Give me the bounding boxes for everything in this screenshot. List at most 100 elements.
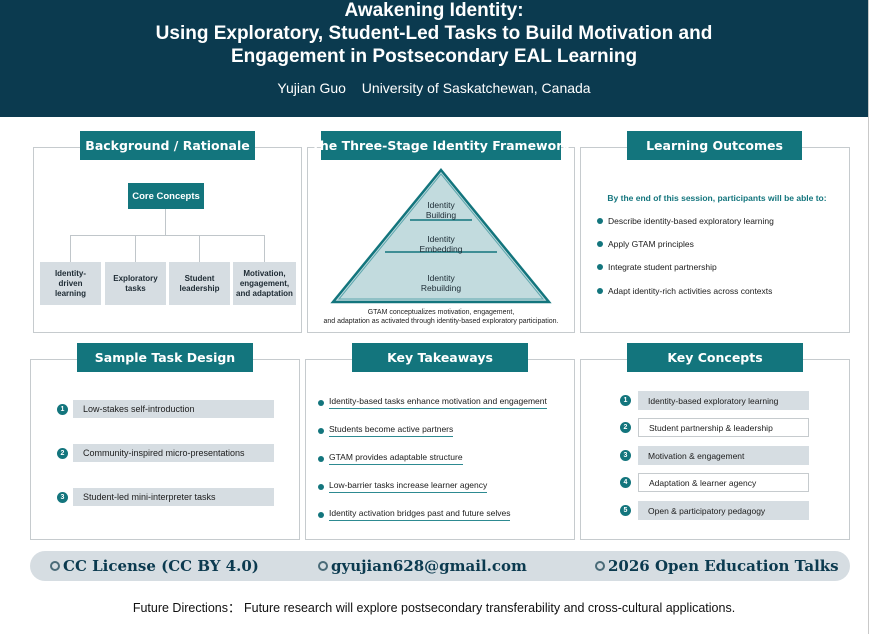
outcome-item: Describe identity-based exploratory lear…	[597, 216, 774, 226]
circle-bullet-icon	[318, 561, 328, 571]
bullet-dot-icon	[318, 427, 324, 434]
concept-motivation: Motivation,engagement,and adaptation	[233, 262, 296, 305]
takeaway-text: Students become active partners	[329, 424, 454, 437]
bullet-dot-icon	[318, 483, 324, 490]
page-edge	[868, 0, 875, 634]
key-concept-item: Adaptation & learner agency	[638, 473, 809, 492]
stage-identity-rebuilding: Identity Rebuilding	[401, 273, 481, 293]
tree-connector-3	[199, 235, 200, 262]
future-directions: Future Directions： Future research will …	[0, 597, 868, 616]
core-concepts-box: Core Concepts	[128, 183, 204, 209]
key-concept-item: Student partnership & leadership	[638, 418, 809, 437]
key-concept-item: Motivation & engagement	[638, 446, 809, 465]
concept-line: leadership	[179, 283, 220, 293]
tree-connector-stem	[165, 209, 166, 235]
outcomes-lead: By the end of this session, participants…	[607, 193, 827, 203]
poster-header: Awakening Identity: Using Exploratory, S…	[0, 0, 868, 117]
stage-identity-embedding: Identity Embedding	[401, 234, 481, 254]
takeaway-item: Identity activation bridges past and fut…	[318, 508, 511, 521]
circle-bullet-icon	[50, 561, 60, 571]
footer-bar	[30, 551, 850, 581]
outcome-text: Apply GTAM principles	[608, 239, 694, 249]
bullet-dot-icon	[318, 455, 324, 462]
pyramid-inner-outline	[337, 173, 545, 300]
pyramid-outline	[330, 168, 552, 304]
takeaways-title: Key Takeaways	[352, 343, 528, 372]
tree-connector-4	[264, 235, 265, 262]
circle-bullet-icon	[595, 561, 605, 571]
background-panel	[33, 147, 302, 333]
bullet-dot-icon	[597, 264, 603, 270]
key-concept-item: Identity-based exploratory learning	[638, 391, 809, 410]
stage-line: Identity	[427, 234, 455, 244]
tree-connector-1	[70, 235, 71, 262]
identity-pyramid	[330, 168, 552, 304]
bullet-dot-icon	[597, 288, 603, 294]
background-title: Background / Rationale	[80, 131, 255, 160]
task-item: Student-led mini-interpreter tasks	[73, 488, 274, 506]
outcome-text: Adapt identity-rich activities across co…	[608, 286, 773, 296]
concept-line: Motivation,	[243, 268, 286, 278]
email-item[interactable]: gyujian628@gmail.com	[318, 551, 527, 581]
stage-line: Embedding	[419, 244, 463, 254]
bullet-dot-icon	[318, 511, 324, 518]
key-concepts-title: Key Concepts	[627, 343, 803, 372]
tree-connector-2	[135, 235, 136, 262]
bullet-dot-icon	[318, 399, 324, 406]
author-name: Yujian Guo	[277, 80, 346, 96]
outcome-text: Integrate student partnership	[608, 262, 717, 272]
author-affiliation: University of Saskatchewan, Canada	[361, 80, 591, 96]
title-line-2: Using Exploratory, Student-Led Tasks to …	[155, 23, 713, 44]
takeaway-item: Identity-based tasks enhance motivation …	[318, 396, 547, 409]
takeaways-panel	[305, 359, 575, 540]
outcomes-title: Learning Outcomes	[627, 131, 802, 160]
takeaway-item: GTAM provides adaptable structure	[318, 452, 463, 465]
takeaway-text: Identity activation bridges past and fut…	[329, 508, 511, 521]
concept-number-badge: 4	[620, 477, 631, 488]
task-number-badge: 2	[57, 448, 68, 459]
concept-number-badge: 1	[620, 395, 631, 406]
framework-title: The Three-Stage Identity Framework	[311, 131, 571, 160]
outcome-item: Apply GTAM principles	[597, 239, 694, 249]
title-line-3: Engagement in Postsecondary EAL Learning	[230, 46, 638, 67]
task-number-badge: 3	[57, 492, 68, 503]
license-text: CC License (CC BY 4.0)	[63, 557, 259, 575]
takeaway-item: Students become active partners	[318, 424, 454, 437]
bullet-dot-icon	[597, 241, 603, 247]
takeaway-text: GTAM provides adaptable structure	[329, 452, 463, 465]
outcome-text: Describe identity-based exploratory lear…	[608, 216, 774, 226]
license-item: CC License (CC BY 4.0)	[50, 551, 259, 581]
task-item: Low-stakes self-introduction	[73, 400, 274, 418]
sample-tasks-title: Sample Task Design	[77, 343, 253, 372]
task-number-badge: 1	[57, 404, 68, 415]
concept-line: engagement,	[239, 278, 290, 288]
concept-line: Student	[184, 273, 215, 283]
takeaway-text: Low-barrier tasks increase learner agenc…	[329, 480, 488, 493]
stage-identity-building: Identity Building	[401, 200, 481, 220]
stage-line: Identity	[427, 200, 455, 210]
key-concept-item: Open & participatory pedagogy	[638, 501, 809, 520]
caption-line: GTAM conceptualizes motivation, engageme…	[367, 309, 515, 316]
concept-line: learning	[54, 288, 87, 298]
author-line: Yujian Guo University of Saskatchewan, C…	[0, 80, 868, 96]
concept-line: tasks	[125, 283, 146, 293]
framework-caption: GTAM conceptualizes motivation, engageme…	[308, 308, 574, 326]
concept-number-badge: 5	[620, 505, 631, 516]
event-text: 2026 Open Education Talks	[608, 557, 839, 575]
tree-connector-bar	[70, 235, 265, 236]
outcome-item: Integrate student partnership	[597, 262, 717, 272]
email-link[interactable]: gyujian628@gmail.com	[331, 557, 527, 575]
stage-line: Identity	[427, 273, 455, 283]
title-line-1: Awakening Identity:	[344, 0, 524, 21]
stage-line: Rebuilding	[420, 283, 462, 293]
takeaway-item: Low-barrier tasks increase learner agenc…	[318, 480, 488, 493]
bullet-dot-icon	[597, 218, 603, 224]
event-item: 2026 Open Education Talks	[595, 551, 839, 581]
concept-number-badge: 2	[620, 422, 631, 433]
task-item: Community-inspired micro-presentations	[73, 444, 274, 462]
concept-line: Identity-driven	[54, 268, 87, 288]
takeaway-text: Identity-based tasks enhance motivation …	[329, 396, 547, 409]
